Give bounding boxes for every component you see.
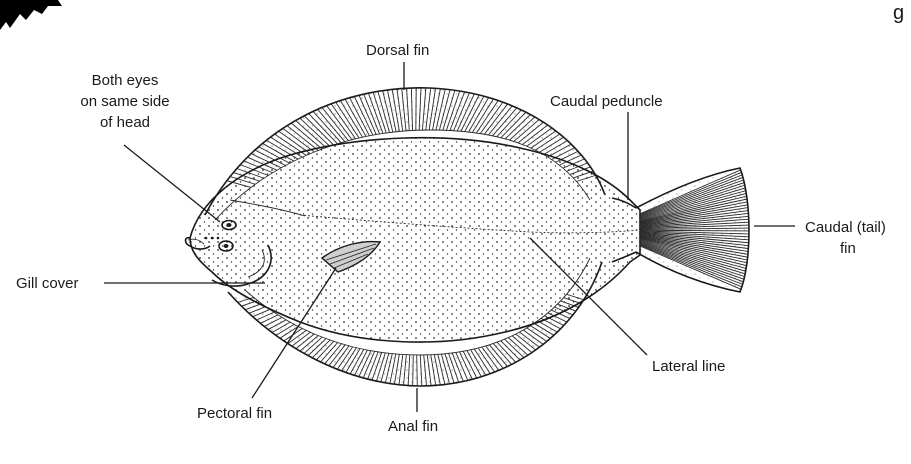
label-caudal-fin-1: Caudal (tail) [805,219,886,236]
label-anal-fin: Anal fin [388,418,438,435]
leader-both-eyes [124,145,220,222]
label-caudal-peduncle: Caudal peduncle [550,93,663,110]
label-dorsal-fin: Dorsal fin [366,42,429,59]
label-both-eyes-2: on same side [80,93,169,110]
label-gill-cover: Gill cover [16,275,79,292]
label-lateral-line: Lateral line [652,358,725,375]
label-both-eyes-3: of head [100,114,150,131]
label-caudal-fin-2: fin [840,240,856,257]
label-pectoral-fin: Pectoral fin [197,405,272,422]
corner-fragment-text: g [893,2,904,24]
label-both-eyes-1: Both eyes [92,72,159,89]
corner-decoration [0,0,62,30]
